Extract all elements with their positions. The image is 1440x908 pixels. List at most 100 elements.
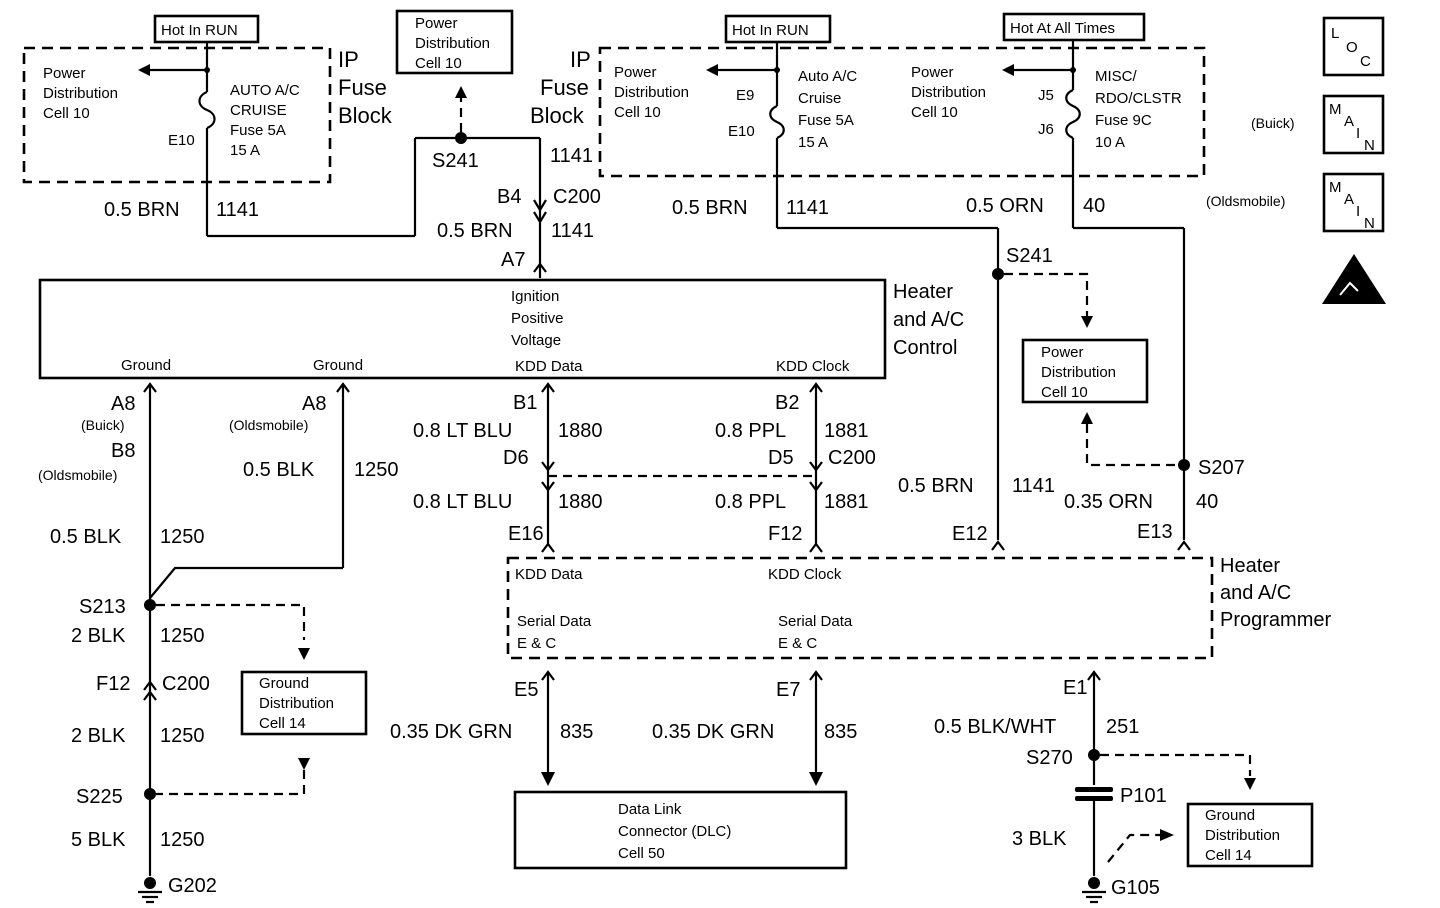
svg-text:S213: S213 — [79, 596, 126, 618]
heater-ac-control-box — [38, 278, 887, 380]
ip-fuse-block-right — [598, 46, 1206, 178]
svg-text:(Oldsmobile): (Oldsmobile) — [229, 417, 308, 433]
svg-text:0.8 PPL: 0.8 PPL — [715, 491, 786, 513]
svg-text:Distribution: Distribution — [259, 695, 334, 712]
svg-text:2 BLK: 2 BLK — [71, 625, 126, 647]
svg-text:KDD Data: KDD Data — [515, 358, 583, 375]
svg-text:KDD Clock: KDD Clock — [768, 566, 842, 583]
ground-distribution-left-box — [240, 670, 368, 736]
fuse-symbol-left — [198, 90, 216, 130]
svg-text:Ground: Ground — [313, 357, 363, 374]
svg-text:(Oldsmobile): (Oldsmobile) — [1206, 193, 1285, 209]
connector-p101 — [1075, 787, 1113, 801]
svg-text:E5: E5 — [514, 679, 538, 701]
svg-text:Data Link: Data Link — [618, 801, 682, 818]
svg-text:Control: Control — [893, 337, 957, 359]
svg-text:D5: D5 — [768, 447, 794, 469]
svg-text:S241: S241 — [432, 150, 479, 172]
svg-text:A: A — [1344, 191, 1354, 208]
svg-text:G105: G105 — [1111, 877, 1160, 899]
ground-g202-icon — [138, 877, 162, 904]
svg-text:0.5 BRN: 0.5 BRN — [898, 475, 974, 497]
heater-ac-programmer-box — [506, 556, 1214, 660]
svg-text:Distribution: Distribution — [614, 84, 689, 101]
arrow-left-icon — [138, 64, 150, 76]
svg-text:A8: A8 — [111, 393, 135, 415]
svg-text:C: C — [1360, 53, 1371, 70]
svg-text:0.8 LT BLU: 0.8 LT BLU — [413, 420, 512, 442]
svg-text:1250: 1250 — [160, 526, 205, 548]
svg-text:(Oldsmobile): (Oldsmobile) — [38, 467, 117, 483]
esd-warning-icon — [1322, 254, 1386, 304]
svg-text:F12: F12 — [96, 673, 130, 695]
svg-text:Power: Power — [911, 64, 954, 81]
svg-text:Cell 10: Cell 10 — [43, 105, 90, 122]
svg-text:5 BLK: 5 BLK — [71, 829, 126, 851]
power-distribution-right-box — [1021, 338, 1149, 404]
svg-text:and A/C: and A/C — [1220, 582, 1291, 604]
splice-s207 — [1178, 459, 1190, 471]
svg-text:S270: S270 — [1026, 747, 1073, 769]
svg-text:1141: 1141 — [551, 220, 594, 242]
svg-text:Voltage: Voltage — [511, 332, 561, 349]
svg-text:E1: E1 — [1063, 677, 1087, 699]
svg-text:1250: 1250 — [160, 625, 205, 647]
svg-text:E9: E9 — [736, 87, 754, 104]
svg-text:Distribution: Distribution — [43, 85, 118, 102]
svg-text:1250: 1250 — [354, 459, 399, 481]
svg-text:I: I — [1356, 125, 1360, 142]
main-oldsmobile-icon — [1322, 172, 1385, 233]
svg-text:0.5 BRN: 0.5 BRN — [437, 220, 513, 242]
svg-text:(Buick): (Buick) — [1251, 115, 1295, 131]
svg-text:Distribution: Distribution — [911, 84, 986, 101]
svg-text:10 A: 10 A — [1095, 134, 1125, 151]
svg-text:S225: S225 — [76, 786, 123, 808]
splice-s225 — [144, 788, 156, 800]
svg-text:Ground: Ground — [1205, 807, 1255, 824]
svg-text:L: L — [1331, 25, 1339, 42]
svg-text:B4: B4 — [497, 186, 521, 208]
svg-text:E10: E10 — [728, 123, 755, 140]
svg-text:KDD Data: KDD Data — [515, 566, 583, 583]
svg-text:Block: Block — [530, 103, 585, 128]
svg-text:O: O — [1346, 39, 1358, 56]
svg-text:Serial Data: Serial Data — [517, 613, 592, 630]
svg-text:Fuse 9C: Fuse 9C — [1095, 112, 1152, 129]
main-buick-icon — [1322, 94, 1385, 155]
svg-text:0.5 BLK: 0.5 BLK — [243, 459, 315, 481]
svg-text:E7: E7 — [776, 679, 800, 701]
svg-text:Fuse: Fuse — [338, 75, 387, 100]
svg-text:G202: G202 — [168, 875, 217, 897]
connector-c200-top — [533, 199, 547, 225]
svg-text:0.35 ORN: 0.35 ORN — [1064, 491, 1153, 513]
svg-text:Heater: Heater — [893, 281, 953, 303]
svg-text:KDD Clock: KDD Clock — [776, 358, 850, 375]
svg-text:0.5 BLK/WHT: 0.5 BLK/WHT — [934, 716, 1056, 738]
svg-text:Ignition: Ignition — [511, 288, 559, 305]
svg-text:CRUISE: CRUISE — [230, 102, 287, 119]
svg-text:0.5 BLK: 0.5 BLK — [50, 526, 122, 548]
svg-text:P101: P101 — [1120, 785, 1167, 807]
svg-text:M: M — [1329, 179, 1342, 196]
svg-text:Hot In RUN: Hot In RUN — [732, 22, 809, 39]
svg-text:Cell 50: Cell 50 — [618, 845, 665, 862]
svg-text:N: N — [1364, 137, 1375, 154]
svg-text:IP: IP — [338, 47, 359, 72]
svg-text:Programmer: Programmer — [1220, 609, 1331, 631]
svg-text:Fuse: Fuse — [540, 75, 589, 100]
svg-text:Cruise: Cruise — [798, 90, 841, 107]
svg-text:Ground: Ground — [121, 357, 171, 374]
svg-text:Distribution: Distribution — [415, 35, 490, 52]
svg-text:1141: 1141 — [1012, 475, 1055, 497]
svg-text:1881: 1881 — [824, 420, 869, 442]
svg-text:Block: Block — [338, 103, 393, 128]
svg-text:(Buick): (Buick) — [81, 417, 125, 433]
svg-text:Power: Power — [1041, 344, 1084, 361]
svg-text:835: 835 — [824, 721, 857, 743]
svg-text:A8: A8 — [302, 393, 326, 415]
svg-text:IP: IP — [570, 47, 591, 72]
svg-text:E10: E10 — [168, 132, 195, 149]
svg-text:I: I — [1356, 203, 1360, 220]
svg-text:AUTO A/C: AUTO A/C — [230, 82, 300, 99]
svg-text:E & C: E & C — [778, 635, 817, 652]
